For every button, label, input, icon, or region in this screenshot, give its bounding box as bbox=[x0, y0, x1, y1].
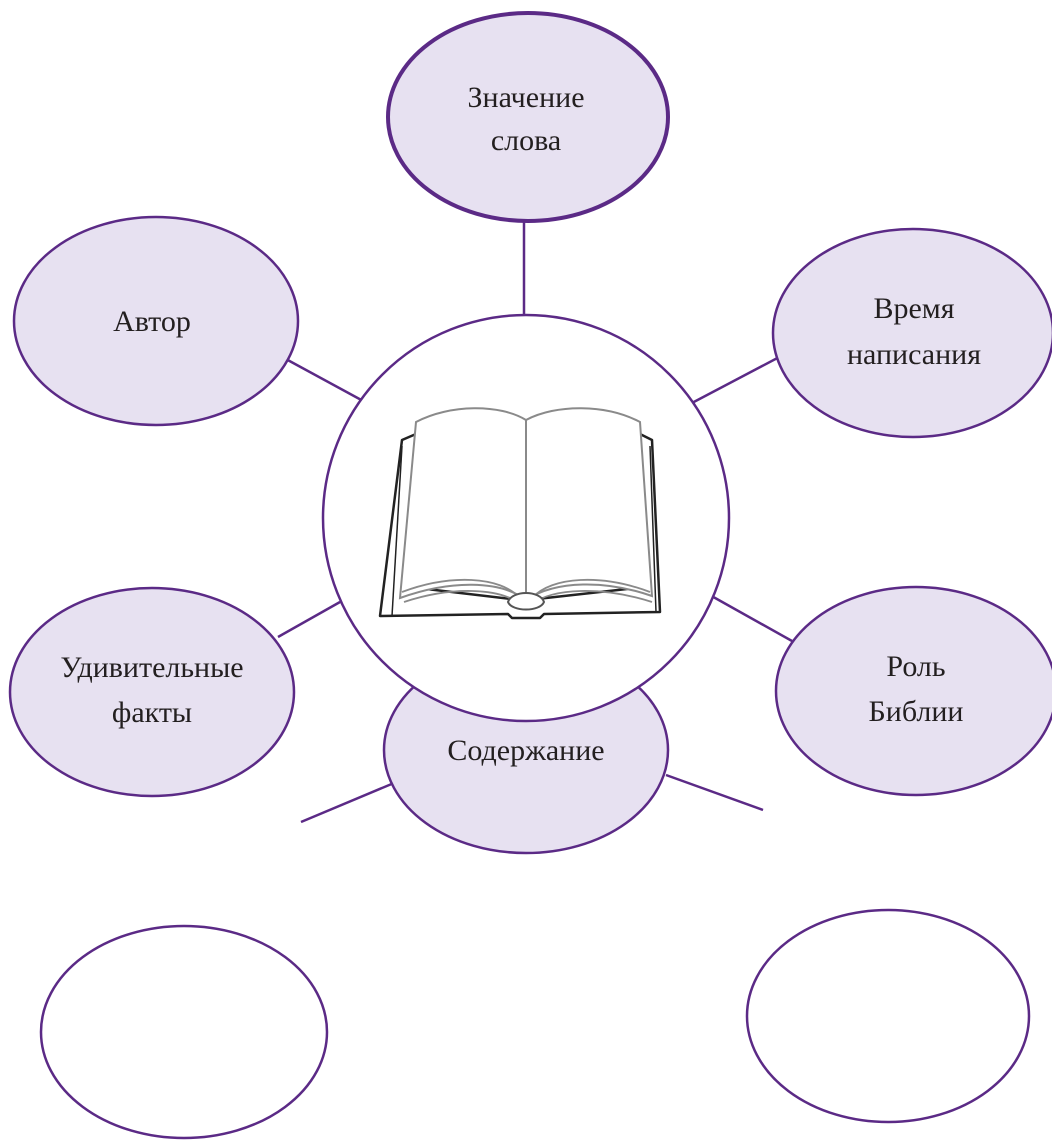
node-mid-left-label-line2: факты bbox=[112, 696, 192, 729]
connector-bottom-left bbox=[300, 781, 395, 824]
node-top-left: Автор bbox=[12, 215, 300, 427]
connector-bottom-right bbox=[665, 773, 764, 812]
connector-top-right bbox=[689, 352, 786, 406]
node-mid-right-label-line2: Библии bbox=[869, 695, 964, 728]
node-bottom-right bbox=[745, 908, 1031, 1124]
node-bottom-left bbox=[39, 924, 329, 1140]
connector-mid-right bbox=[707, 592, 793, 643]
node-top-right-label-line1: Время bbox=[873, 292, 954, 325]
node-top-right-label-line2: написания bbox=[847, 338, 981, 371]
open-book-icon bbox=[378, 407, 662, 620]
node-mid-left-label-line1: Удивительные bbox=[60, 651, 243, 684]
center-node bbox=[321, 313, 731, 723]
node-top-label-line2: слова bbox=[491, 124, 561, 157]
node-top-left-label: Автор bbox=[113, 305, 191, 338]
node-mid-left: Удивительные факты bbox=[8, 586, 296, 798]
node-mid-right-label-line1: Роль bbox=[886, 650, 945, 683]
node-bottom-label: Содержание bbox=[447, 734, 604, 767]
node-top-label-line1: Значение bbox=[467, 81, 584, 114]
node-top-right: Время написания bbox=[771, 227, 1052, 439]
node-top: Значение слова bbox=[386, 11, 670, 223]
connector-mid-left bbox=[277, 600, 341, 639]
node-mid-right: Роль Библии bbox=[774, 585, 1052, 797]
connector-top-left bbox=[283, 356, 366, 404]
